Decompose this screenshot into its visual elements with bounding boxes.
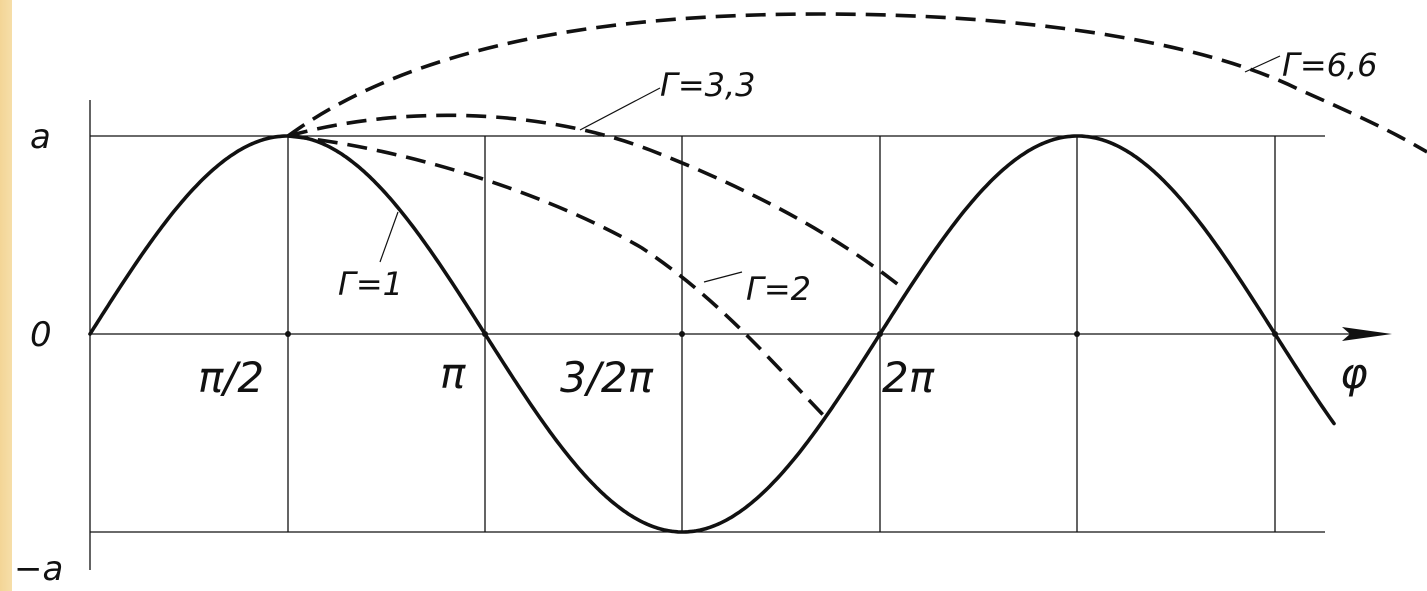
leader-lines xyxy=(379,55,1281,283)
label-gamma-1: Г=1 xyxy=(338,265,403,303)
x-label-pi-half: π/2 xyxy=(198,353,264,402)
leader-gamma-3-3 xyxy=(579,87,661,131)
grid xyxy=(89,100,1370,570)
curve-gamma-2 xyxy=(287,134,830,422)
label-gamma-6-6: Г=6,6 xyxy=(1282,46,1378,84)
dashed-curves xyxy=(286,12,1427,422)
y-label-bottom: −a xyxy=(14,549,63,589)
leader-gamma-2 xyxy=(703,271,743,283)
leader-gamma-1 xyxy=(379,211,399,263)
drawing-panel xyxy=(12,0,1427,591)
leader-gamma-6-6 xyxy=(1244,55,1281,73)
axis-dot xyxy=(679,331,685,337)
y-label-top: a xyxy=(30,117,51,157)
x-axis-arrow-icon xyxy=(1342,327,1392,341)
x-label-pi: π xyxy=(440,349,466,398)
axis-dot xyxy=(285,331,291,337)
x-label-three-half-pi: 3/2π xyxy=(560,353,654,402)
y-label-zero: 0 xyxy=(30,315,52,355)
curve-gamma-6-6 xyxy=(286,12,1427,154)
x-label-phi: φ xyxy=(1340,349,1368,398)
label-gamma-2: Г=2 xyxy=(746,270,811,308)
label-gamma-3-3: Г=3,3 xyxy=(660,66,756,104)
curve-gamma-3-3 xyxy=(287,113,907,292)
axis-dot xyxy=(1074,331,1080,337)
x-label-two-pi: 2π xyxy=(882,353,935,402)
